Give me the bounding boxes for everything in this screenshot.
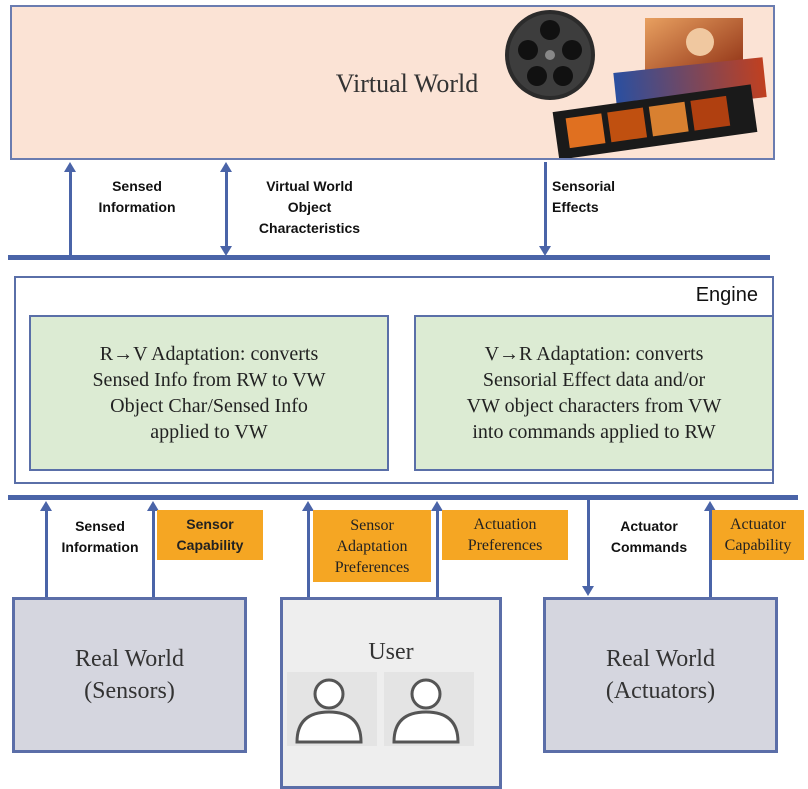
virtual-world-title: Virtual World [335,69,479,98]
arrow-sensorial-effects-down [544,162,547,248]
label-actuation-preferences: Actuation Preferences [442,510,568,560]
arrow-sensor-capability [152,510,155,598]
real-world-actuators-box: Real World (Actuators) [543,597,778,753]
arrow-sensor-adaptation-preferences [307,510,310,598]
arrow-vw-object-characteristics [225,170,228,248]
arrowhead [147,501,159,511]
user-title: User [368,639,414,665]
arrowhead [220,162,232,172]
arrowhead [40,501,52,511]
label-sensorial-effects: Sensorial Effects [552,178,616,215]
vr-adaptation-box: V→R Adaptation: converts Sensorial Effec… [414,315,774,471]
arrow-actuator-commands [587,500,590,588]
label-sensed-information-top: Sensed Information [98,178,176,215]
top-bus [8,255,770,260]
arrow-actuation-preferences [436,510,439,598]
rv-adaptation-box: R→V Adaptation: converts Sensed Info fro… [29,315,389,471]
arrowhead [704,501,716,511]
film-reel-icon [505,10,767,158]
arrowhead [582,586,594,596]
arrowhead [539,246,551,256]
label-sensed-information-bottom: Sensed Information [61,518,139,555]
arrow-sensed-information-up [69,170,72,255]
label-actuator-capability: Actuator Capability [712,510,804,560]
user-icon [384,672,474,746]
arrowhead [64,162,76,172]
arrowhead [220,246,232,256]
label-vw-object-characteristics: Virtual World Object Characteristics [258,178,361,236]
label-sensor-adaptation-preferences: Sensor Adaptation Preferences [313,510,431,582]
arrowhead [302,501,314,511]
real-world-sensors-box: Real World (Sensors) [12,597,247,753]
engine-title: Engine [695,284,758,306]
arrow-sensed-information-bottom [45,510,48,598]
arrow-actuator-capability [709,510,712,598]
label-actuator-commands: Actuator Commands [610,518,688,555]
user-icon [287,672,377,746]
label-sensor-capability: Sensor Capability [157,510,263,560]
bottom-bus [8,495,798,500]
arrowhead [431,501,443,511]
